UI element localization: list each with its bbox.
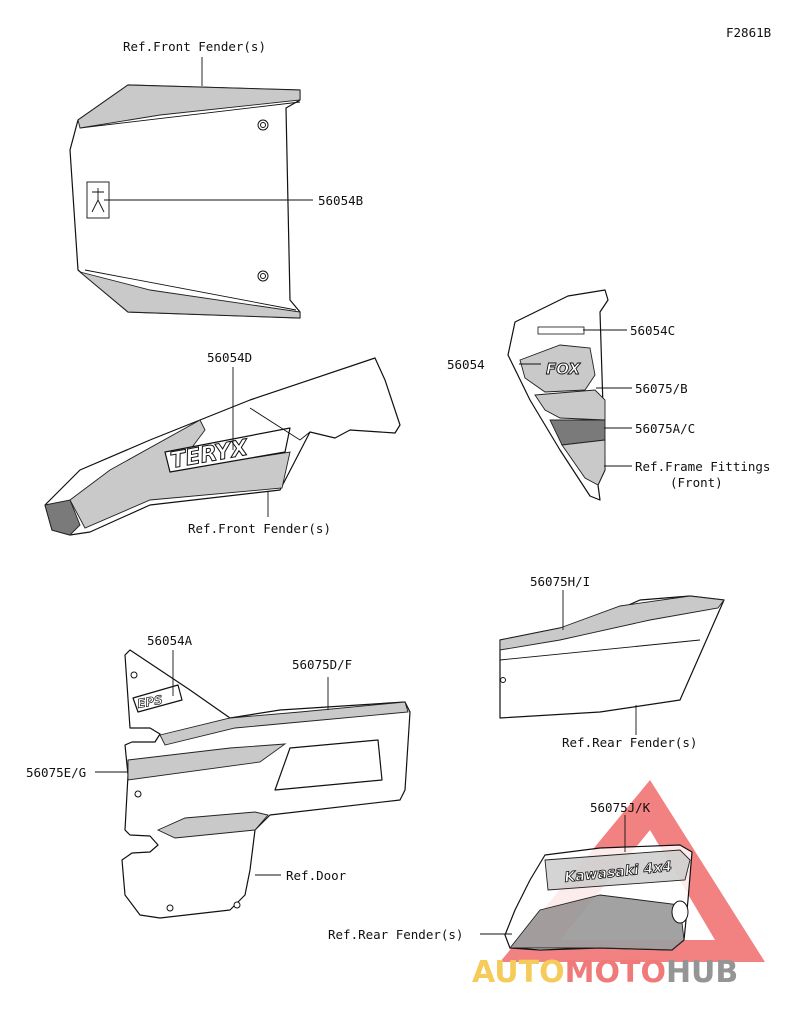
label-ref-rear-fender-1: Ref.Rear Fender(s) <box>562 735 697 750</box>
label-ref-frame-fittings-1: Ref.Frame Fittings <box>635 459 770 474</box>
label-ref-door: Ref.Door <box>286 868 347 883</box>
label-56054d: 56054D <box>207 350 252 365</box>
watermark-text: AUTOMOTOHUB <box>472 955 738 990</box>
watermark-auto: AUTO <box>472 955 565 990</box>
rear-fender-side: Kawasaki 4x4 <box>504 844 693 951</box>
label-56054c: 56054C <box>630 323 675 338</box>
label-56054b: 56054B <box>318 193 363 208</box>
watermark-hub: HUB <box>666 955 738 990</box>
front-frame-fitting: FOX <box>507 289 609 501</box>
eps-decal-text: EPS <box>136 693 164 711</box>
label-ref-rear-fender-2: Ref.Rear Fender(s) <box>328 927 463 942</box>
label-56054: 56054 <box>447 357 485 372</box>
label-56075ac: 56075A/C <box>635 421 695 436</box>
label-ref-front-fender-top: Ref.Front Fender(s) <box>123 39 266 54</box>
fox-decal-text: FOX <box>546 360 581 378</box>
label-56075df: 56075D/F <box>292 657 352 672</box>
small-logo-decal <box>537 326 585 335</box>
label-ref-frame-fittings-2: (Front) <box>670 475 723 490</box>
label-ref-front-fender-mid: Ref.Front Fender(s) <box>188 521 331 536</box>
figure-code: F2861B <box>726 25 771 40</box>
label-56075eg: 56075E/G <box>26 765 86 780</box>
label-56075b: 56075/B <box>635 381 688 396</box>
label-56075hi: 56075H/I <box>530 574 590 589</box>
watermark-moto: MOTO <box>565 955 666 990</box>
label-56075jk: 56075J/K <box>590 800 651 815</box>
front-fender-side: TERYX <box>44 357 401 536</box>
rear-fender-panel <box>499 595 725 719</box>
label-56054a: 56054A <box>147 633 193 648</box>
door-panel: EPS <box>121 649 411 919</box>
front-hood-panel <box>69 84 301 319</box>
